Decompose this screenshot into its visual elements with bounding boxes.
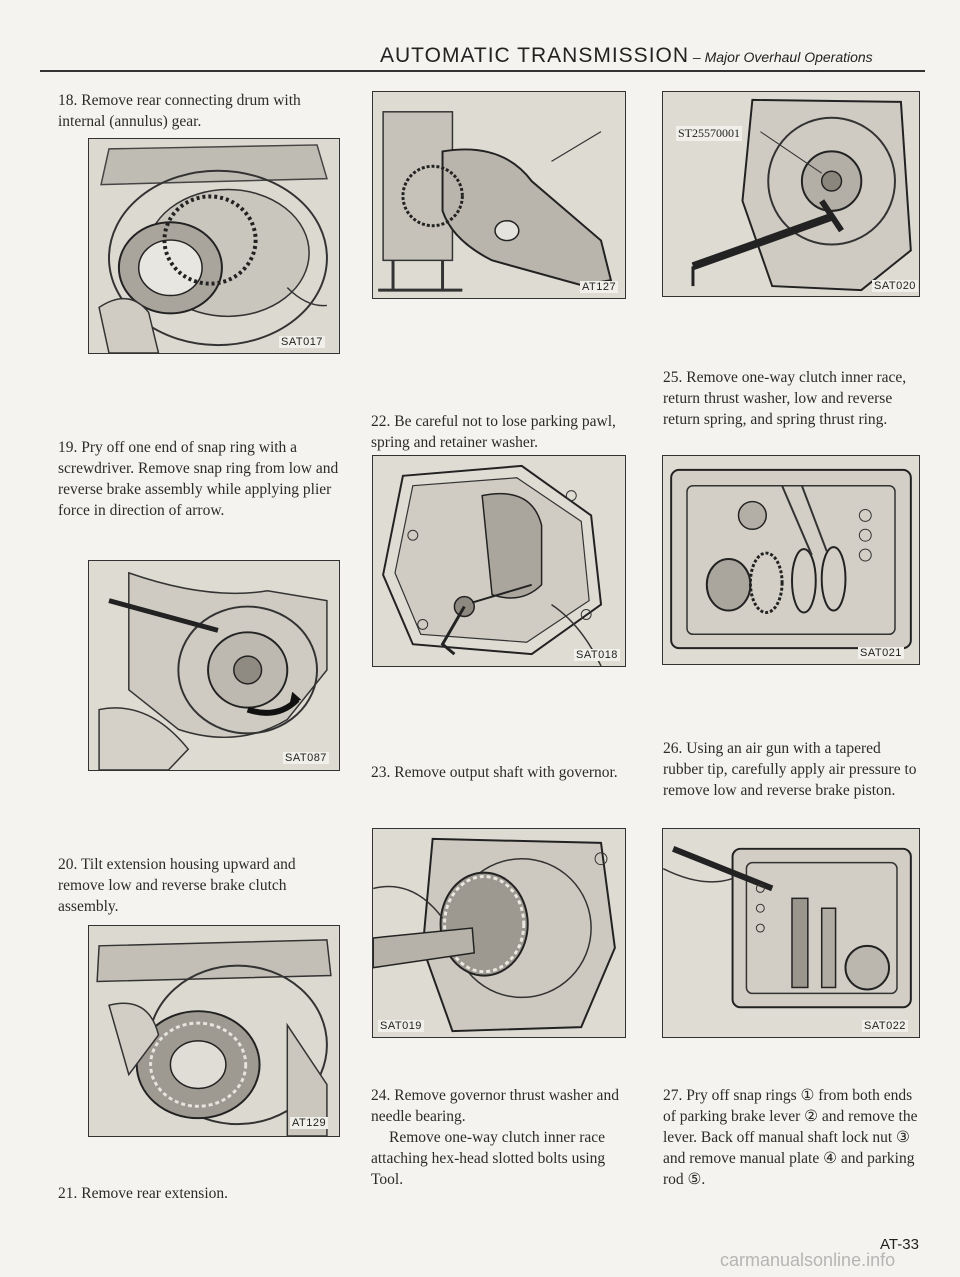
watermark: carmanualsonline.info	[720, 1250, 896, 1270]
illustration-output-shaft	[373, 829, 625, 1037]
step-24a: 24. Remove governor thrust washer and ne…	[371, 1087, 619, 1125]
figure-sat022-label: SAT022	[862, 1020, 908, 1032]
step-19: 19. Pry off one end of snap ring with a …	[58, 439, 339, 519]
step-23: 23. Remove output shaft with governor.	[371, 764, 618, 781]
illustration-rear-extension	[373, 92, 625, 298]
step-26: 26. Using an air gun with a tapered rubb…	[663, 740, 917, 799]
figure-sat018-label: SAT018	[574, 649, 620, 661]
figure-sat021-label: SAT021	[858, 647, 904, 659]
step-24b: Remove one-way clutch inner race attachi…	[371, 1129, 606, 1188]
page-number: AT-33	[880, 1236, 919, 1253]
figure-at127-label: AT127	[580, 281, 619, 293]
step-18: 18. Remove rear connecting drum with int…	[58, 92, 301, 130]
figure-sat087-label: SAT087	[283, 752, 329, 764]
figure-sat019-label: SAT019	[378, 1020, 424, 1032]
step-25: 25. Remove one-way clutch inner race, re…	[663, 369, 907, 428]
figure-sat017-label: SAT017	[279, 336, 325, 348]
illustration-one-way-clutch	[663, 456, 919, 664]
figure-sat019	[372, 828, 626, 1038]
illustration-parking-pawl	[373, 456, 625, 666]
figure-sat017	[88, 138, 340, 354]
figure-at129	[88, 925, 340, 1137]
figure-sat022	[662, 828, 920, 1038]
illustration-drum-removal	[89, 139, 339, 353]
tool-number-label: ST25570001	[676, 126, 743, 141]
illustration-brake-clutch	[89, 926, 339, 1136]
illustration-snap-ring	[89, 561, 339, 770]
figure-sat018	[372, 455, 626, 667]
header-title: AUTOMATIC TRANSMISSION	[380, 44, 690, 67]
page-header: AUTOMATIC TRANSMISSION – Major Overhaul …	[380, 44, 920, 68]
header-subtitle: – Major Overhaul Operations	[689, 49, 873, 65]
step-22: 22. Be careful not to lose parking pawl,…	[371, 413, 616, 451]
step-21: 21. Remove rear extension.	[58, 1185, 229, 1202]
header-rule	[40, 70, 925, 72]
step-20: 20. Tilt extension housing upward and re…	[58, 856, 296, 915]
figure-sat087	[88, 560, 340, 771]
figure-at129-label: AT129	[290, 1117, 329, 1129]
figure-sat020	[662, 91, 920, 297]
figure-sat021	[662, 455, 920, 665]
step-27: 27. Pry off snap rings ① from both ends …	[663, 1087, 918, 1188]
figure-at127	[372, 91, 626, 299]
illustration-brake-piston	[663, 829, 919, 1037]
illustration-tool-st25570001	[663, 92, 919, 296]
figure-sat020-label: SAT020	[872, 280, 918, 292]
